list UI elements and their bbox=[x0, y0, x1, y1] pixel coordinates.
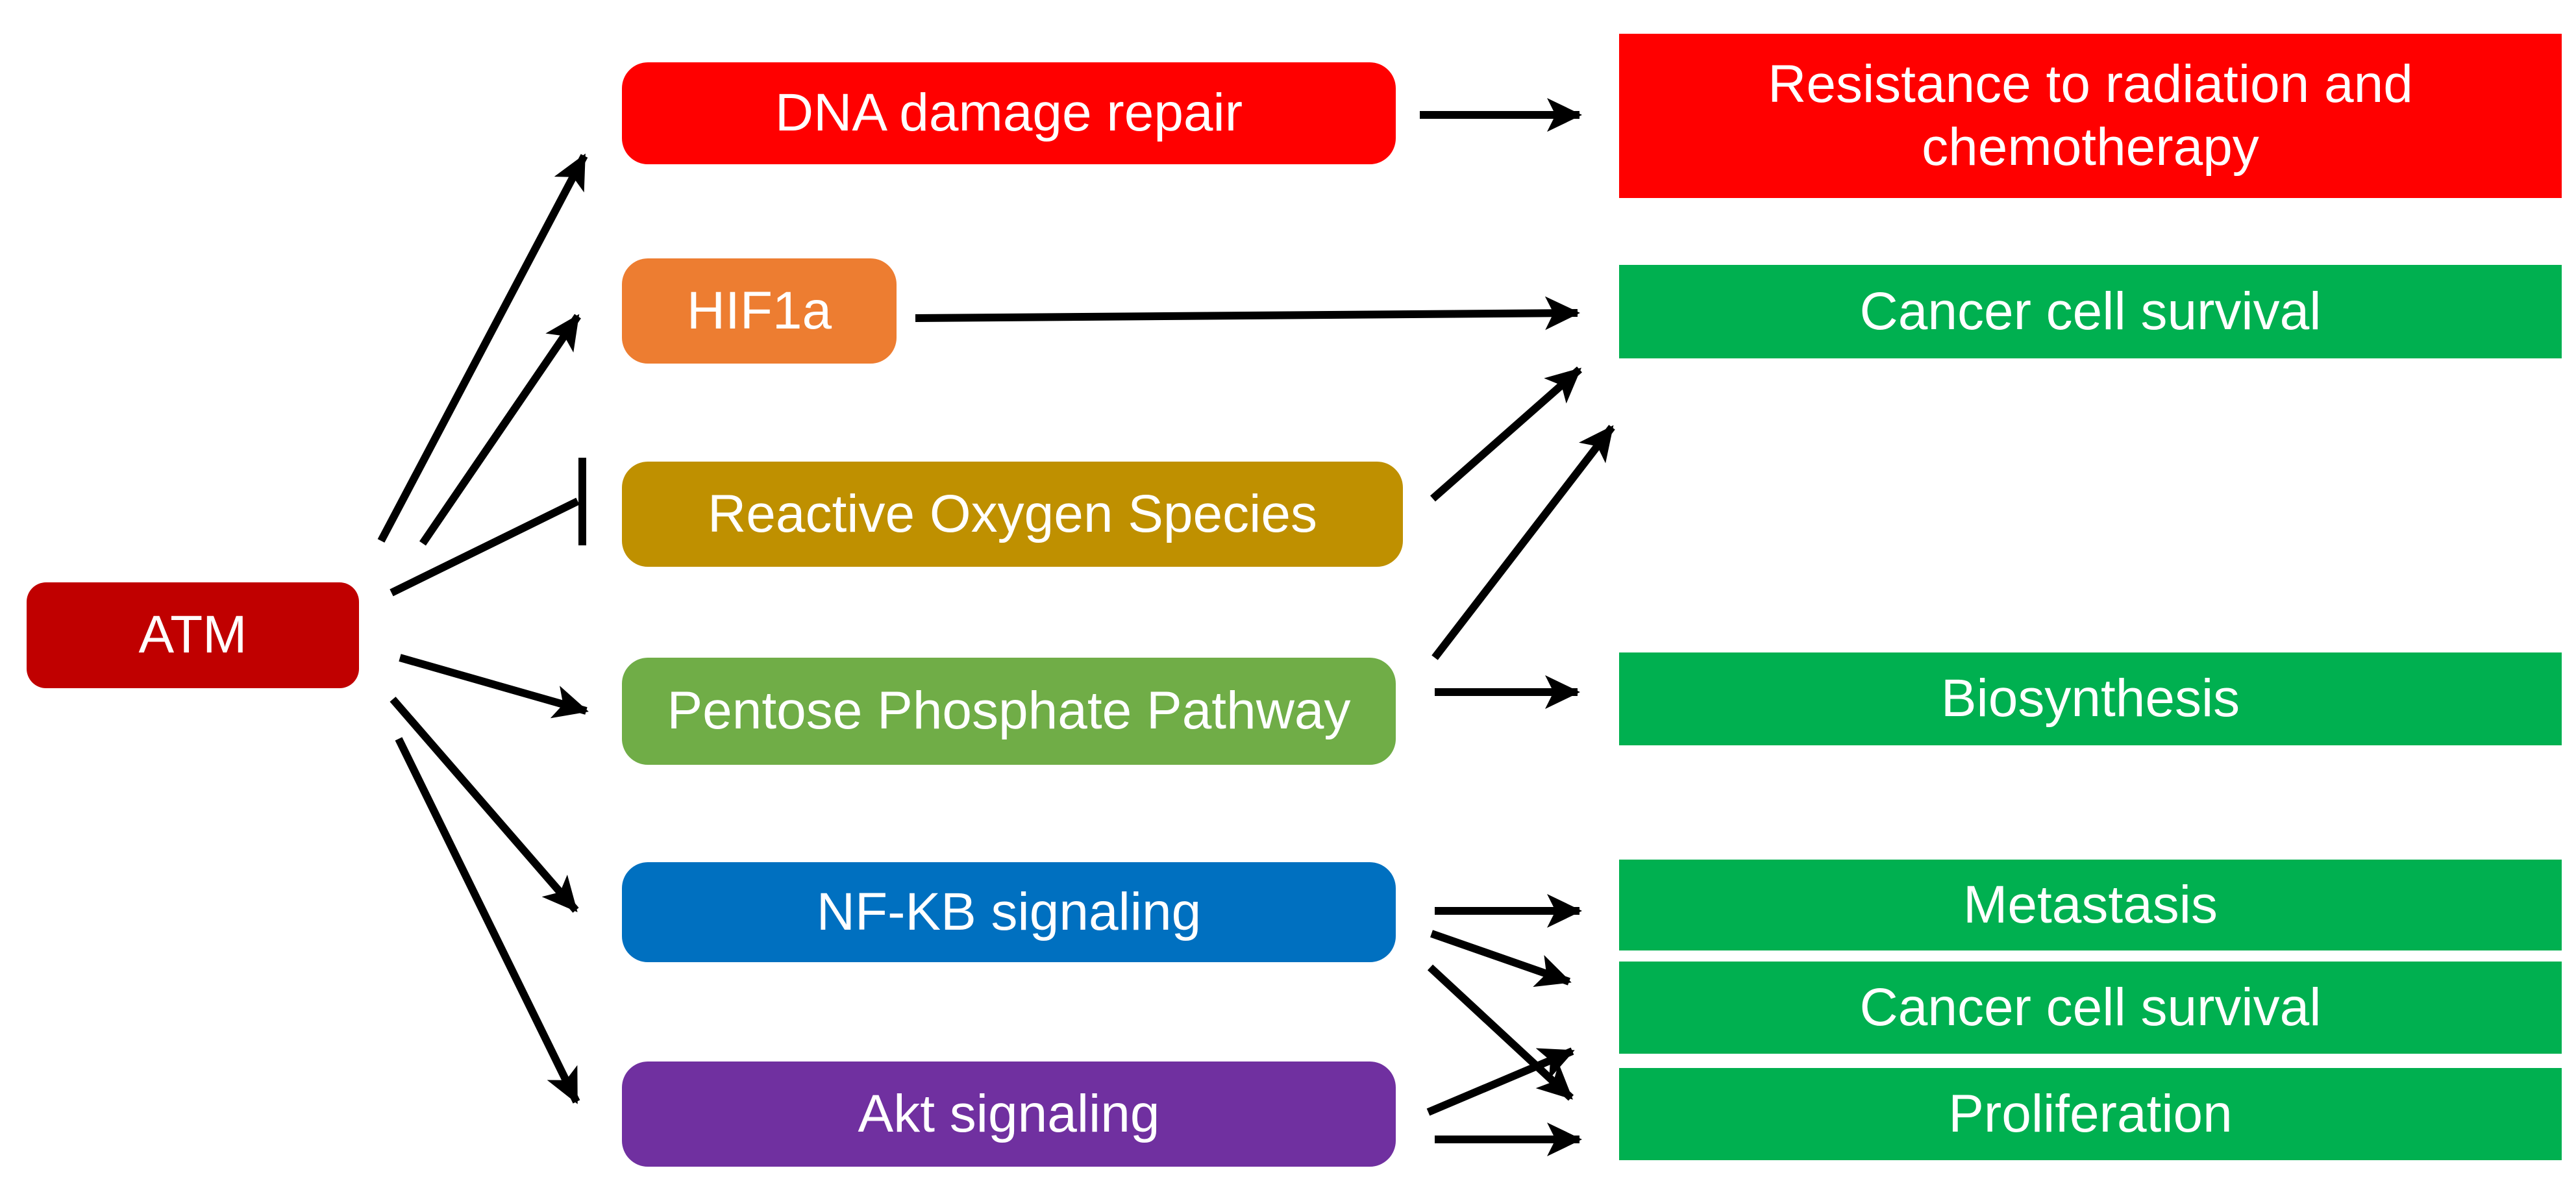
node-label: Proliferation bbox=[1948, 1084, 2233, 1143]
arrow-line bbox=[1430, 930, 1572, 987]
arrow-line bbox=[1427, 964, 1574, 1101]
edge-nfkb-signaling-to-proliferation bbox=[1427, 964, 1574, 1101]
node-akt-signaling: Akt signaling bbox=[622, 1062, 1396, 1167]
node-dna-damage-repair: DNA damage repair bbox=[622, 62, 1396, 164]
edge-nfkb-signaling-to-cancer-cell-survival-bottom bbox=[1430, 930, 1572, 987]
node-label: Resistance to radiation and chemotherapy bbox=[1768, 54, 2413, 177]
node-label: Reactive Oxygen Species bbox=[708, 484, 1317, 543]
node-label: Cancer cell survival bbox=[1859, 977, 2322, 1037]
edge-atm-to-dna-damage-repair bbox=[377, 153, 588, 543]
arrow-line bbox=[399, 654, 589, 719]
arrow-line bbox=[915, 296, 1580, 330]
arrow-line bbox=[1430, 366, 1582, 502]
node-biosynthesis: Biosynthesis bbox=[1619, 652, 2562, 745]
node-atm: ATM bbox=[27, 582, 359, 688]
edge-pentose-phosphate-pathway-to-cancer-cell-survival-top bbox=[1431, 425, 1615, 660]
node-metastasis: Metastasis bbox=[1619, 860, 2562, 950]
node-cancer-cell-survival-top: Cancer cell survival bbox=[1619, 265, 2562, 358]
node-cancer-cell-survival-bottom: Cancer cell survival bbox=[1619, 962, 2562, 1054]
node-nfkb-signaling: NF-KB signaling bbox=[622, 862, 1396, 962]
node-label: Biosynthesis bbox=[1940, 669, 2240, 728]
node-label: Metastasis bbox=[1963, 875, 2218, 934]
edge-akt-signaling-to-cancer-cell-survival-bottom bbox=[1426, 1047, 1575, 1116]
arrow-line bbox=[377, 153, 588, 543]
edge-atm-to-akt-signaling bbox=[395, 737, 580, 1104]
arrow-line bbox=[1426, 1047, 1575, 1116]
arrow-line bbox=[419, 314, 581, 546]
inhibition-line bbox=[390, 497, 580, 597]
node-label: HIF1a bbox=[686, 280, 832, 340]
node-label: Akt signaling bbox=[858, 1084, 1160, 1143]
node-resistance-to-radiation-and-chemotherapy: Resistance to radiation and chemotherapy bbox=[1619, 34, 2562, 198]
edge-atm-to-reactive-oxygen-species bbox=[390, 458, 586, 597]
node-label: NF-KB signaling bbox=[816, 882, 1202, 941]
node-proliferation: Proliferation bbox=[1619, 1068, 2562, 1160]
edge-hif1a-to-cancer-cell-survival-top bbox=[915, 296, 1580, 330]
node-reactive-oxygen-species: Reactive Oxygen Species bbox=[622, 462, 1403, 567]
edge-atm-to-pentose-phosphate-pathway bbox=[399, 654, 589, 719]
arrow-line bbox=[1431, 425, 1615, 660]
arrow-line bbox=[395, 737, 580, 1104]
node-pentose-phosphate-pathway: Pentose Phosphate Pathway bbox=[622, 658, 1396, 765]
edge-atm-to-nfkb-signaling bbox=[390, 697, 579, 913]
arrow-line bbox=[390, 697, 579, 913]
node-label: DNA damage repair bbox=[774, 83, 1243, 143]
edge-reactive-oxygen-species-to-cancer-cell-survival-top bbox=[1430, 366, 1582, 502]
node-label: Cancer cell survival bbox=[1859, 281, 2322, 341]
node-label: Pentose Phosphate Pathway bbox=[667, 681, 1351, 741]
edge-atm-to-hif1a bbox=[419, 314, 581, 546]
node-label: ATM bbox=[138, 605, 247, 665]
node-hif1a: HIF1a bbox=[622, 258, 897, 364]
